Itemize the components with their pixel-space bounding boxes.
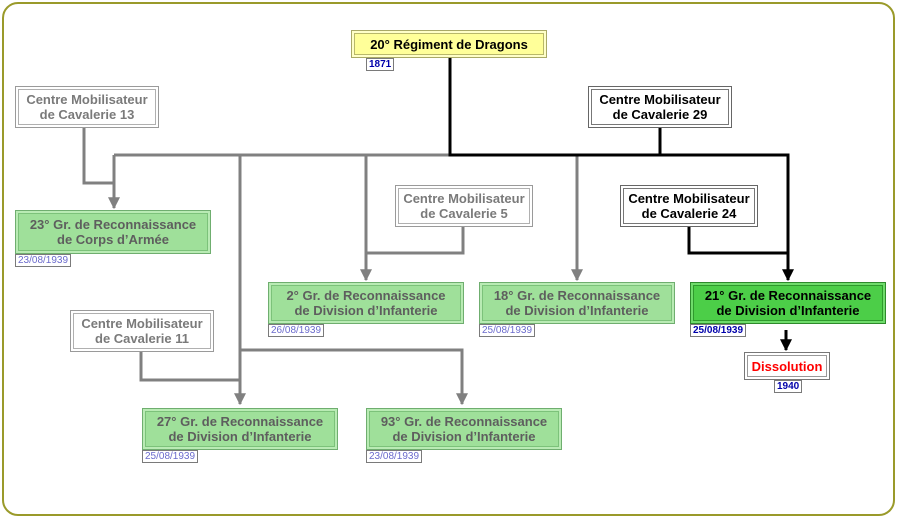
line-cm24 — [687, 227, 788, 255]
trunk-left — [238, 155, 468, 406]
node-gr18[interactable]: 18° Gr. de Reconnaissance de Division d’… — [479, 282, 675, 324]
node-gr93-date: 23/08/1939 — [366, 450, 423, 463]
line-root-down — [448, 57, 794, 282]
node-20e-regiment-de-dragons[interactable]: 20° Régiment de Dragons — [351, 30, 547, 58]
node-20e-regiment-date: 1871 — [366, 58, 395, 71]
node-cm29[interactable]: Centre Mobilisateur de Cavalerie 29 — [588, 86, 732, 128]
node-gr18-date: 25/08/1939 — [479, 324, 536, 337]
line-cm5-to-gr2 — [366, 227, 465, 255]
node-gr93[interactable]: 93° Gr. de Reconnaissance de Division d’… — [366, 408, 562, 450]
node-gr21[interactable]: 21° Gr. de Reconnaissance de Division d’… — [690, 282, 886, 324]
node-cm11[interactable]: Centre Mobilisateur de Cavalerie 11 — [70, 310, 214, 352]
line-cm11-to-gr27 — [139, 350, 240, 382]
node-dissolution[interactable]: Dissolution — [744, 352, 830, 380]
node-gr2-date: 26/08/1939 — [268, 324, 325, 337]
node-gr2[interactable]: 2° Gr. de Reconnaissance de Division d’I… — [268, 282, 464, 324]
node-gr27[interactable]: 27° Gr. de Reconnaissance de Division d’… — [142, 408, 338, 450]
inactive-connectors — [82, 127, 583, 406]
node-gr23-date: 23/08/1939 — [15, 254, 72, 267]
node-gr23[interactable]: 23° Gr. de Reconnaissance de Corps d’Arm… — [15, 210, 211, 254]
node-gr21-date: 25/08/1939 — [690, 324, 747, 337]
node-dissolution-date: 1940 — [774, 380, 803, 393]
node-gr27-date: 25/08/1939 — [142, 450, 199, 463]
node-cm13[interactable]: Centre Mobilisateur de Cavalerie 13 — [15, 86, 159, 128]
node-cm24[interactable]: Centre Mobilisateur de Cavalerie 24 — [620, 185, 758, 227]
node-cm5[interactable]: Centre Mobilisateur de Cavalerie 5 — [395, 185, 533, 227]
line-cm13-to-gr23 — [82, 127, 114, 185]
active-connectors — [448, 57, 794, 352]
